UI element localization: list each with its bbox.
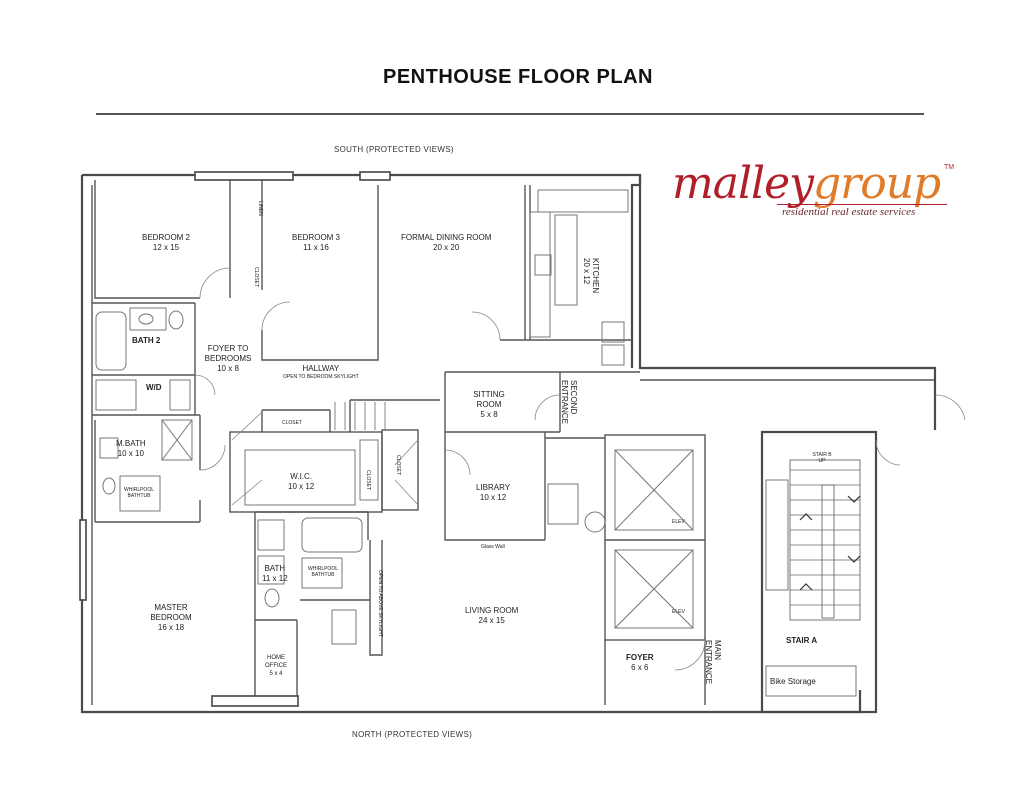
room-dims: 6 x 6	[631, 663, 649, 672]
room-name: SITTING ROOM	[473, 390, 505, 409]
label-glass-wall: Glass Wall	[481, 544, 505, 550]
room-sitting: SITTING ROOM 5 x 8	[470, 390, 508, 420]
room-dims: 5 x 4	[269, 671, 283, 677]
room-hallway: HALLWAY OPEN TO BEDROOM SKYLIGHT	[283, 364, 359, 380]
room-stair-a: STAIR A	[786, 636, 818, 645]
room-name: HOME OFFICE	[265, 655, 287, 669]
room-name: HALLWAY	[302, 364, 340, 373]
room-name: W.I.C.	[290, 472, 313, 481]
room-name: M.BATH	[116, 439, 146, 448]
room-name: BEDROOM 2	[142, 233, 191, 242]
door-swings	[194, 267, 966, 671]
label-whirlpool-2: WHIRLPOOL BATHTUB	[307, 566, 338, 578]
label-closet-1: CLOSET	[253, 267, 259, 288]
room-dims: 20 x 12	[582, 258, 591, 285]
room-dims: 10 x 8	[217, 364, 239, 373]
logo-wordmark: malleygroup	[672, 158, 941, 209]
room-wd: W/D	[146, 383, 162, 392]
room-dims: 10 x 10	[117, 449, 144, 458]
stair-arrows	[799, 495, 861, 591]
room-name: MASTER BEDROOM	[150, 603, 192, 622]
label-closet-4: CLOSET	[365, 470, 371, 491]
room-dims: 11 x 16	[303, 243, 329, 252]
room-living: LIVING ROOM 24 x 15	[465, 606, 518, 626]
stairs	[334, 402, 860, 606]
room-home-office: HOME OFFICE 5 x 4	[257, 654, 295, 678]
logo-word-malley: malley	[672, 158, 814, 209]
room-name: LIVING ROOM	[465, 606, 519, 615]
label-skylight: OPEN TO ABOVE SKYLIGHT	[377, 570, 383, 637]
logo-tagline: residential real estate services	[782, 206, 916, 218]
room-name: LIBRARY	[476, 483, 511, 492]
logo-trademark: TM	[944, 164, 955, 171]
room-foyer-to-bedrooms: FOYER TO BEDROOMS 10 x 8	[202, 344, 254, 374]
page-title: PENTHOUSE FLOOR PLAN	[382, 66, 653, 88]
south-orientation-label: SOUTH (PROTECTED VIEWS)	[334, 145, 454, 154]
title-rule	[96, 113, 924, 115]
label-closet-2: CLOSET	[282, 420, 303, 426]
room-dims: 5 x 8	[480, 410, 498, 419]
room-formal-dining: FORMAL DINING ROOM 20 x 20	[401, 233, 491, 253]
label-elevator-2: ELEV	[672, 609, 685, 615]
room-dims: 16 x 18	[157, 623, 185, 632]
room-name: KITCHEN	[591, 258, 600, 294]
room-foyer: FOYER 6 x 6	[626, 653, 654, 673]
room-dims: 20 x 20	[433, 243, 460, 252]
room-master-bedroom: MASTER BEDROOM 16 x 18	[146, 603, 196, 633]
room-dims: 12 x 15	[152, 243, 180, 252]
room-bike-storage: Bike Storage	[770, 677, 816, 686]
room-name: BEDROOM 3	[292, 233, 341, 242]
exterior-walls	[80, 173, 937, 714]
label-closet-3: CLOSET	[395, 455, 401, 476]
north-orientation-label: NORTH (PROTECTED VIEWS)	[352, 730, 473, 739]
room-dims: 10 x 12	[288, 482, 315, 491]
label-stair-b-up: STAIR B UP	[812, 452, 832, 464]
room-bath: BATH 11 x 12	[262, 564, 288, 584]
room-bedroom-3: BEDROOM 3 11 x 16	[292, 233, 340, 253]
logo-word-group: group	[813, 158, 941, 209]
room-bath-2: BATH 2	[132, 336, 161, 345]
room-main-entrance: MAIN ENTRANCE	[704, 640, 722, 685]
room-walk-in-closet: W.I.C. 10 x 12	[288, 472, 314, 492]
label-elevator-1: ELEV	[672, 519, 685, 525]
windows	[79, 171, 391, 707]
room-dims: 24 x 15	[478, 616, 505, 625]
interior-walls	[91, 180, 935, 705]
malleygroup-logo: malleygroup TM residential real estate s…	[672, 158, 955, 230]
label-whirlpool-1: WHIRLPOOL BATHTUB	[123, 487, 154, 499]
room-name: FOYER TO BEDROOMS	[204, 344, 252, 363]
fixtures	[95, 189, 861, 697]
room-name: FORMAL DINING ROOM	[401, 233, 492, 242]
room-dims: 11 x 12	[262, 574, 288, 583]
room-kitchen: KITCHEN 20 x 12	[582, 258, 600, 293]
label-linen: LINEN	[257, 201, 263, 216]
room-name: FOYER	[626, 653, 654, 662]
room-master-bath: M.BATH 10 x 10	[116, 439, 146, 459]
room-note: OPEN TO BEDROOM SKYLIGHT	[283, 374, 359, 380]
room-second-entrance: SECOND ENTRANCE	[560, 380, 578, 425]
room-bedroom-2: BEDROOM 2 12 x 15	[142, 233, 190, 253]
room-dims: 10 x 12	[479, 493, 507, 502]
room-name: BATH	[264, 564, 286, 573]
logo-underline	[777, 204, 947, 205]
room-library: LIBRARY 10 x 12	[476, 483, 510, 503]
